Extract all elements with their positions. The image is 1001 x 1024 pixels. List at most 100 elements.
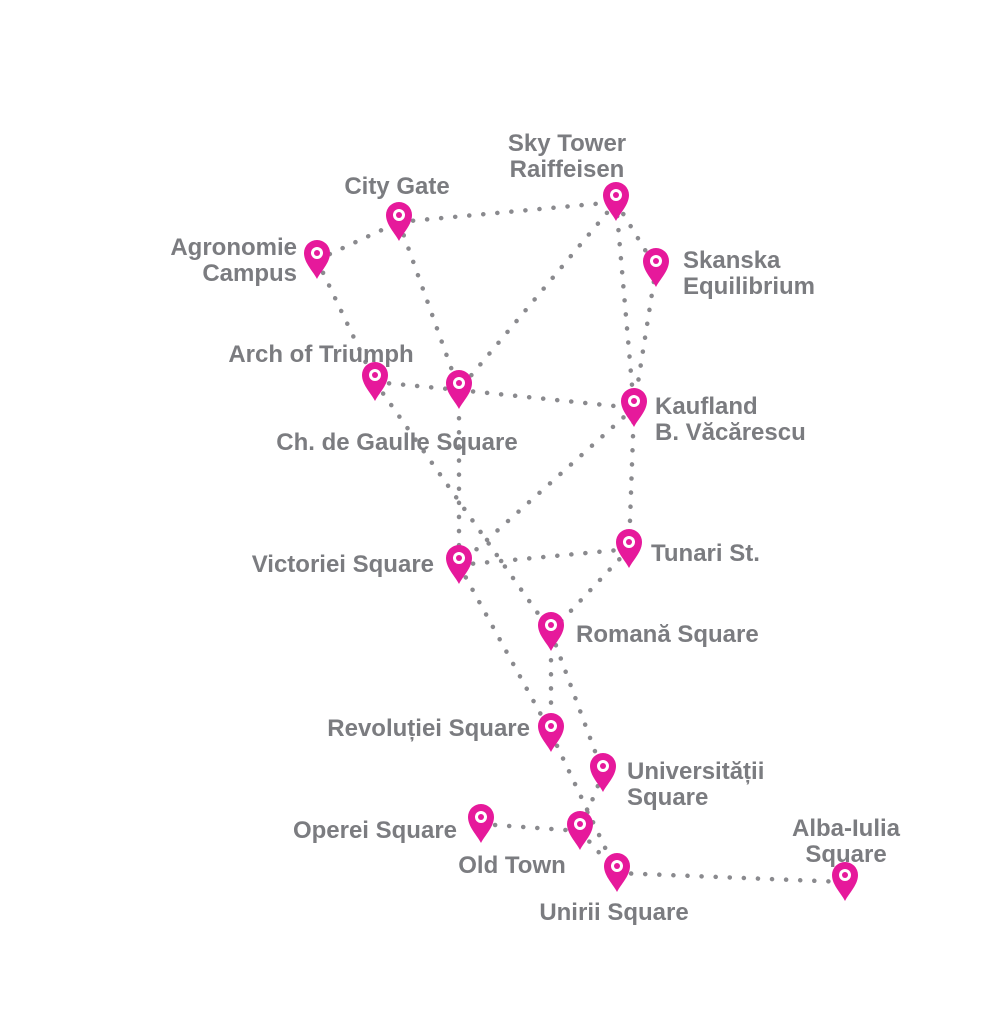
location-label-city-gate: City Gate — [344, 173, 449, 200]
location-label-operei: Operei Square — [293, 817, 457, 844]
location-label-line: B. Văcărescu — [655, 419, 806, 446]
map-pin-icon[interactable] — [590, 753, 616, 792]
route-city-gate-to-charles-de-gaulle — [396, 219, 462, 393]
pin-dot — [631, 398, 637, 404]
location-label-old-town: Old Town — [458, 852, 566, 879]
location-label-arch-of-triumph: Arch of Triumph — [228, 341, 413, 368]
location-label-line: Equilibrium — [683, 273, 815, 300]
pin-body — [304, 240, 330, 279]
route-city-gate-to-sky-tower — [396, 199, 619, 225]
route-kaufland-to-victoriei — [456, 405, 637, 568]
location-label-line: Skanska — [683, 247, 781, 274]
location-label-line: Alba-Iulia — [792, 815, 901, 842]
pin-dot — [478, 814, 484, 820]
location-label-line: Ch. de Gaulle Square — [276, 429, 517, 456]
location-label-line: Campus — [202, 260, 297, 287]
location-label-line: Romană Square — [576, 621, 759, 648]
location-label-revolutiei: Revoluției Square — [327, 715, 530, 742]
route-victoriei-to-revolutiei — [456, 562, 554, 736]
route-old-town-to-unirii — [577, 828, 620, 876]
map-pin-icon[interactable] — [304, 240, 330, 279]
pin-dot — [548, 723, 554, 729]
location-label-tunari: Tunari St. — [651, 540, 760, 567]
location-label-line: Sky Tower — [508, 130, 626, 157]
map-pin-icon[interactable] — [616, 529, 642, 568]
location-label-line: City Gate — [344, 173, 449, 200]
map-pin-icon[interactable] — [832, 862, 858, 901]
map-pin-icon[interactable] — [621, 388, 647, 427]
pin-body — [386, 202, 412, 241]
map-pin-icon[interactable] — [567, 811, 593, 850]
route-arch-of-triumph-to-charles-de-gaulle — [372, 379, 462, 393]
location-label-line: Operei Square — [293, 817, 457, 844]
route-sky-tower-to-charles-de-gaulle — [456, 199, 619, 393]
map-pin-icon[interactable] — [468, 804, 494, 843]
map-pin-icon[interactable] — [604, 853, 630, 892]
route-kaufland-to-tunari — [626, 405, 637, 552]
map-pin-icon[interactable] — [643, 248, 669, 287]
pin-body — [468, 804, 494, 843]
map-pin-icon[interactable] — [446, 370, 472, 409]
pin-dot — [456, 380, 462, 386]
map-pin-icon[interactable] — [362, 362, 388, 401]
route-romana-to-universitatii — [548, 629, 606, 776]
location-label-line: Agronomie — [170, 234, 297, 261]
pin-dot — [456, 555, 462, 561]
pin-body — [538, 612, 564, 651]
map-pin-icon[interactable] — [538, 612, 564, 651]
route-victoriei-to-tunari — [456, 546, 632, 568]
pin-body — [832, 862, 858, 901]
location-label-unirii: Unirii Square — [539, 899, 688, 926]
pin-dot — [614, 863, 620, 869]
route-revolutiei-to-unirii — [548, 730, 620, 876]
pin-body — [446, 370, 472, 409]
pin-body — [567, 811, 593, 850]
pin-dot — [626, 539, 632, 545]
pin-dot — [372, 372, 378, 378]
map-pin-icon[interactable] — [603, 182, 629, 221]
route-unirii-to-alba-iulia — [614, 870, 848, 885]
location-label-line: Square — [627, 784, 708, 811]
location-label-victoriei: Victoriei Square — [252, 551, 434, 578]
pin-dot — [653, 258, 659, 264]
map-pin-icon[interactable] — [386, 202, 412, 241]
location-label-line: Old Town — [458, 852, 566, 879]
pin-body — [621, 388, 647, 427]
pin-dot — [577, 821, 583, 827]
location-label-line: Universității — [627, 758, 764, 785]
route-arch-of-triumph-to-romana — [372, 379, 554, 635]
pin-body — [616, 529, 642, 568]
pin-dot — [600, 763, 606, 769]
location-label-line: Tunari St. — [651, 540, 760, 567]
pin-body — [590, 753, 616, 792]
route-sky-tower-to-skanska — [613, 199, 659, 271]
pin-body — [604, 853, 630, 892]
map-pin-icon[interactable] — [446, 545, 472, 584]
route-sky-tower-to-kaufland — [613, 199, 637, 411]
location-label-line: Unirii Square — [539, 899, 688, 926]
location-label-line: Revoluției Square — [327, 715, 530, 742]
pin-dot — [548, 622, 554, 628]
route-tunari-to-romana — [548, 546, 632, 635]
pin-dot — [396, 212, 402, 218]
pin-body — [362, 362, 388, 401]
pin-dot — [314, 250, 320, 256]
map-pin-icon[interactable] — [538, 713, 564, 752]
location-label-line: Square — [805, 841, 886, 868]
location-label-line: Arch of Triumph — [228, 341, 413, 368]
location-label-line: Victoriei Square — [252, 551, 434, 578]
pins-layer — [304, 182, 858, 901]
route-agronomie-to-city-gate — [314, 219, 402, 263]
pin-dot — [842, 872, 848, 878]
pin-body — [643, 248, 669, 287]
route-operei-to-old-town — [478, 821, 583, 834]
